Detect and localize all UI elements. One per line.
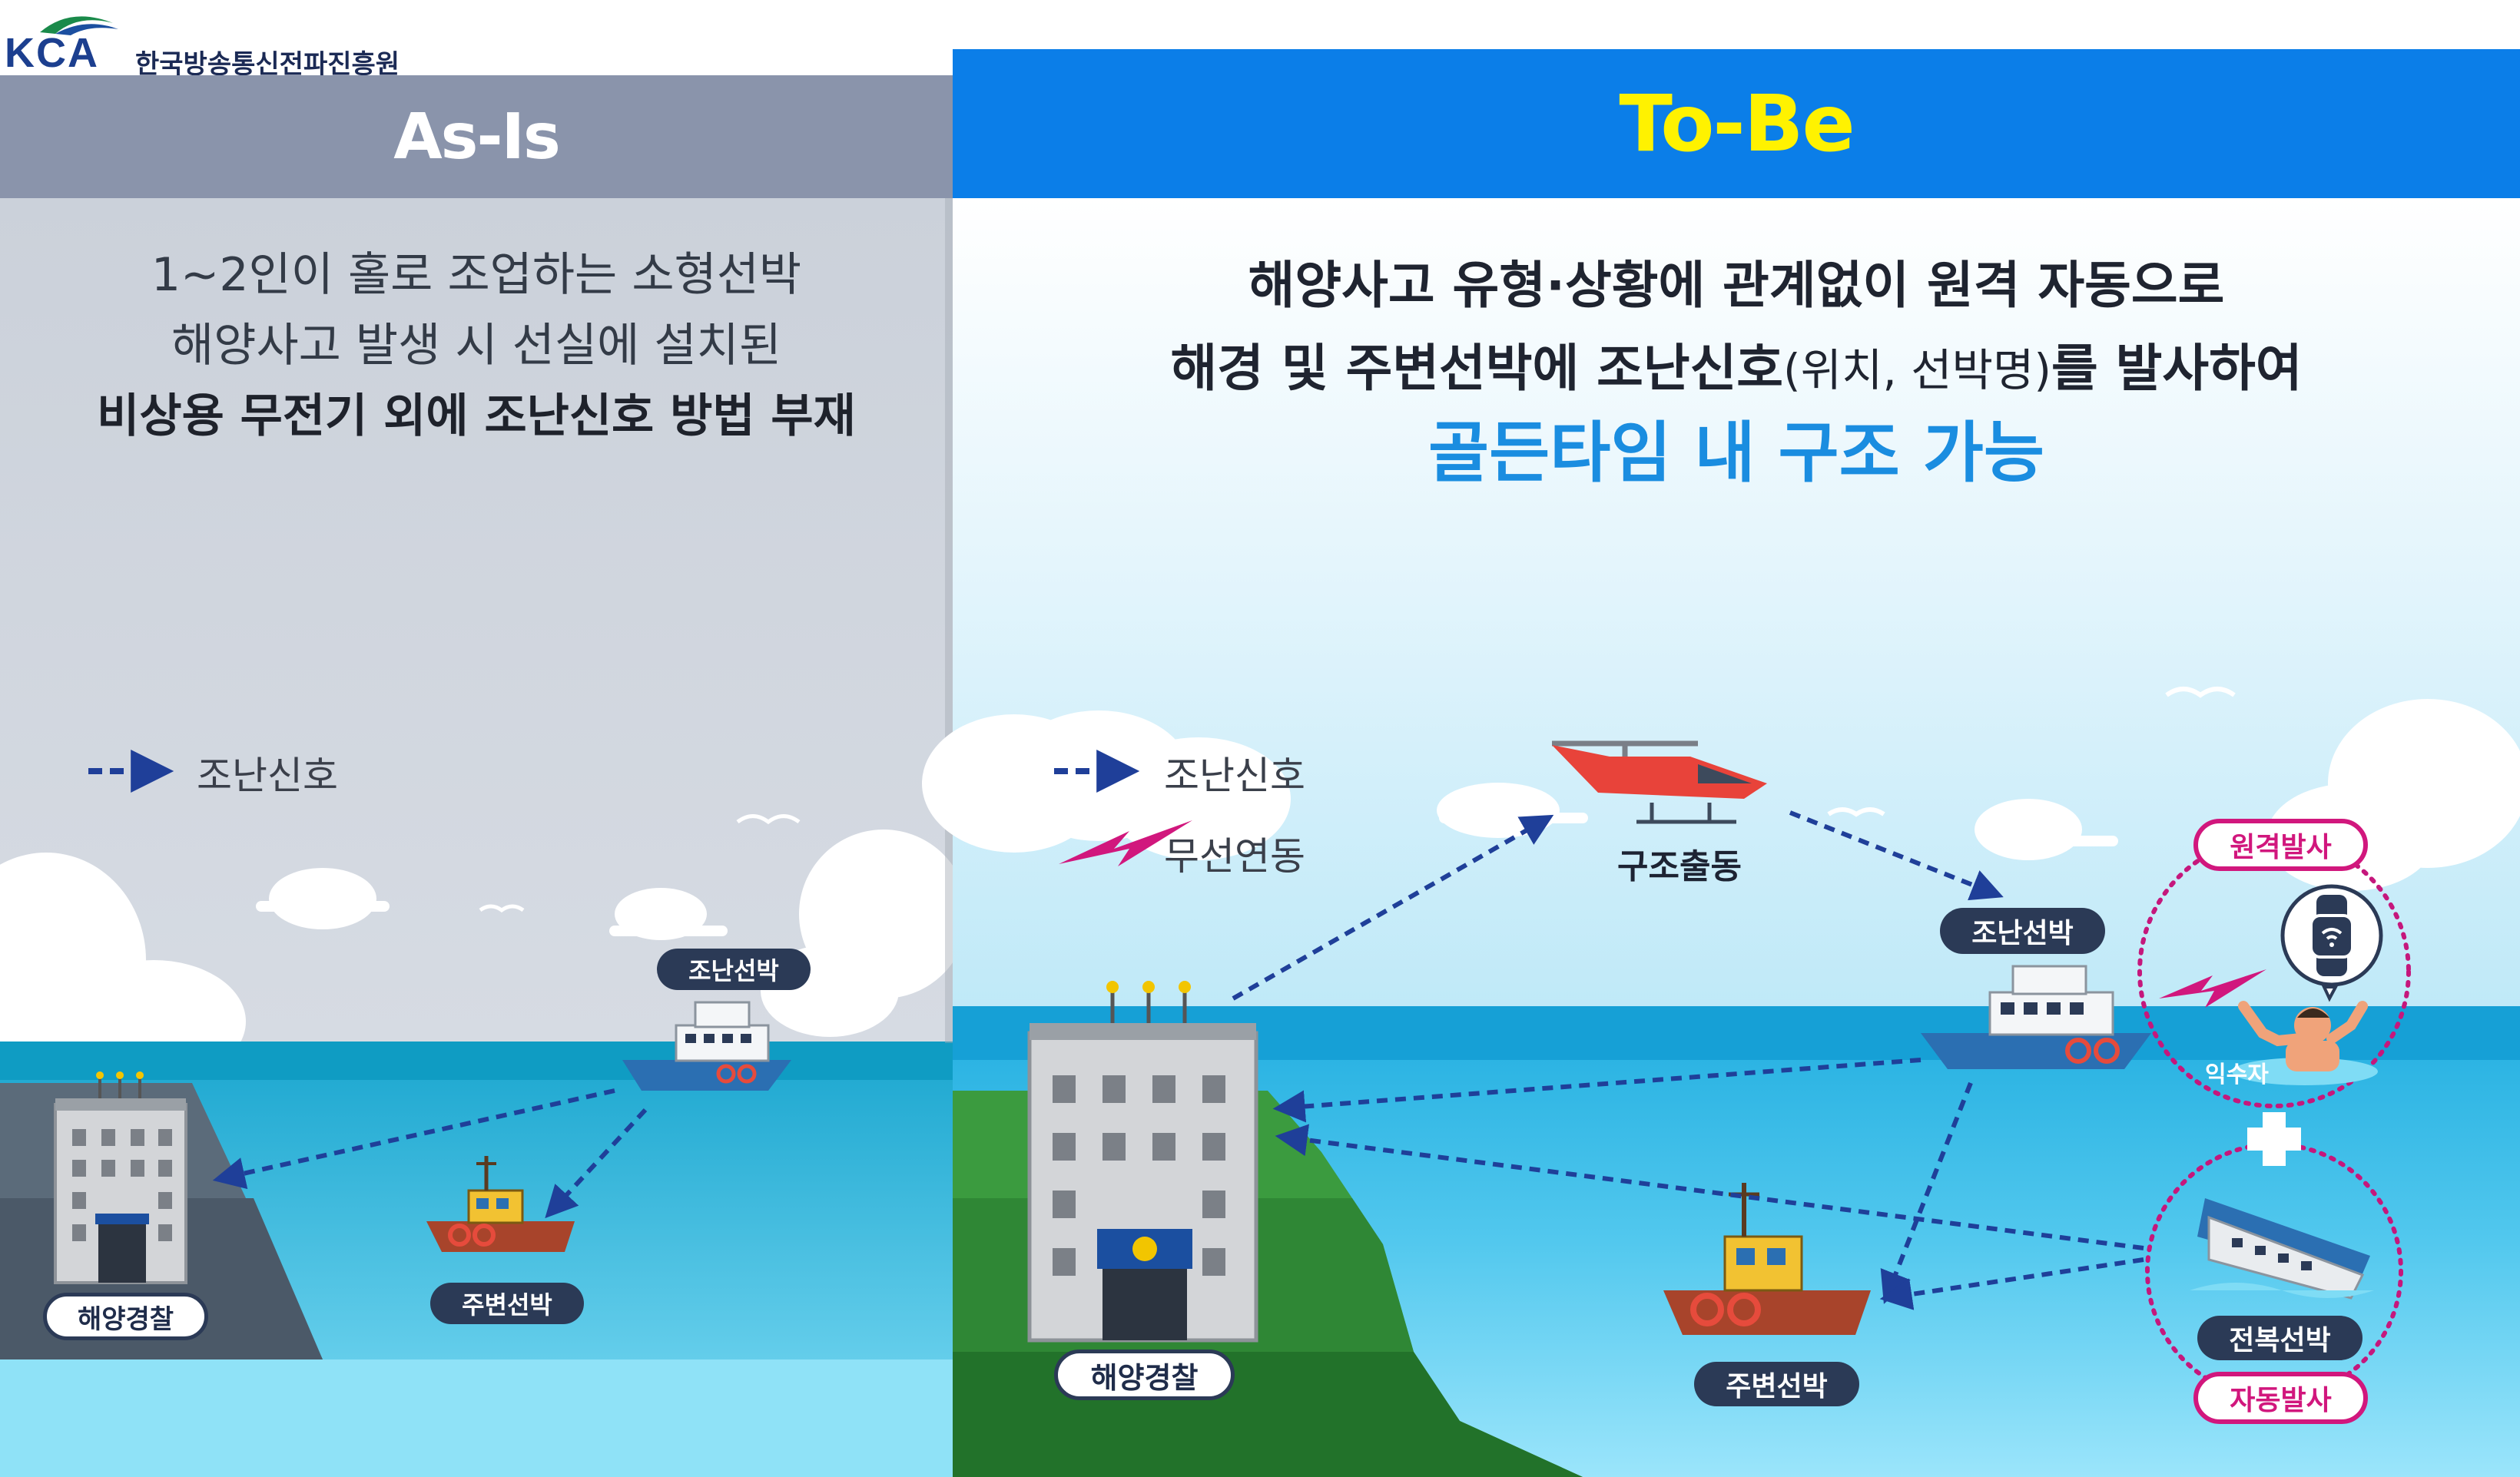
drowning-person-label: 익수자 bbox=[2205, 1061, 2269, 1088]
to-be-desc-highlight: 골든타임 내 구조 가능 bbox=[1428, 415, 2044, 492]
capsized-ship-label: 전복선박 bbox=[2197, 1316, 2362, 1360]
auto-launch-label: 자동발사 bbox=[2193, 1372, 2368, 1424]
as-is-description: 1~2인이 홀로 조업하는 소형선박 해양사고 발생 시 선실에 설치된 비상용… bbox=[0, 240, 953, 452]
to-be-nearby-ship-label: 주변선박 bbox=[1694, 1362, 1859, 1406]
as-is-legend-distress-label: 조난신호 bbox=[197, 753, 338, 798]
to-be-legend-wireless-label: 무선연동 bbox=[1164, 834, 1305, 879]
remote-launch-label: 원격발사 bbox=[2193, 819, 2368, 871]
kca-logo: KCA 한국방송통신전파진흥원 bbox=[5, 6, 435, 80]
to-be-desc-line2-b: (위치, 선박명) bbox=[1783, 344, 2051, 396]
logo-org-name: 한국방송통신전파진흥원 bbox=[135, 49, 400, 80]
as-is-desc-line2: 해양사고 발생 시 선실에 설치된 bbox=[171, 319, 781, 373]
smartwatch-icon bbox=[2280, 884, 2383, 1002]
as-is-desc-line3: 비상용 무전기 외에 조난신호 방법 부재 bbox=[97, 389, 856, 443]
rescue-dispatch-label: 구조출동 bbox=[1617, 847, 1742, 886]
to-be-legend-distress-label: 조난신호 bbox=[1164, 753, 1305, 798]
helicopter-icon bbox=[1552, 740, 1767, 824]
kca-swoosh-icon bbox=[40, 16, 118, 35]
to-be-desc-line2-a: 해경 및 주변선박에 조난신호 bbox=[1170, 339, 1784, 398]
plus-icon bbox=[2247, 1112, 2301, 1166]
to-be-coast-guard-label: 해양경찰 bbox=[1054, 1350, 1235, 1400]
as-is-desc-line1: 1~2인이 홀로 조업하는 소형선박 bbox=[151, 248, 802, 302]
to-be-desc-line1: 해양사고 유형·상황에 관계없이 원격 자동으로 bbox=[1248, 256, 2225, 315]
as-is-header: As-Is bbox=[0, 75, 953, 198]
to-be-header: To-Be bbox=[953, 49, 2520, 198]
to-be-desc-line2: 해경 및 주변선박에 조난신호(위치, 선박명)를 발사하여 bbox=[953, 327, 2520, 412]
lightning-icon bbox=[2159, 969, 2266, 1008]
as-is-distress-ship-label: 조난선박 bbox=[657, 949, 811, 990]
to-be-description: 해양사고 유형·상황에 관계없이 원격 자동으로 해경 및 주변선박에 조난신호… bbox=[953, 244, 2520, 495]
logo-mark: KCA bbox=[5, 30, 99, 76]
to-be-distress-ship-label: 조난선박 bbox=[1940, 908, 2105, 954]
to-be-desc-line2-c: 를 발사하여 bbox=[2051, 339, 2303, 398]
as-is-nearby-ship-label: 주변선박 bbox=[430, 1283, 584, 1324]
as-is-coast-guard-label: 해양경찰 bbox=[43, 1293, 208, 1340]
